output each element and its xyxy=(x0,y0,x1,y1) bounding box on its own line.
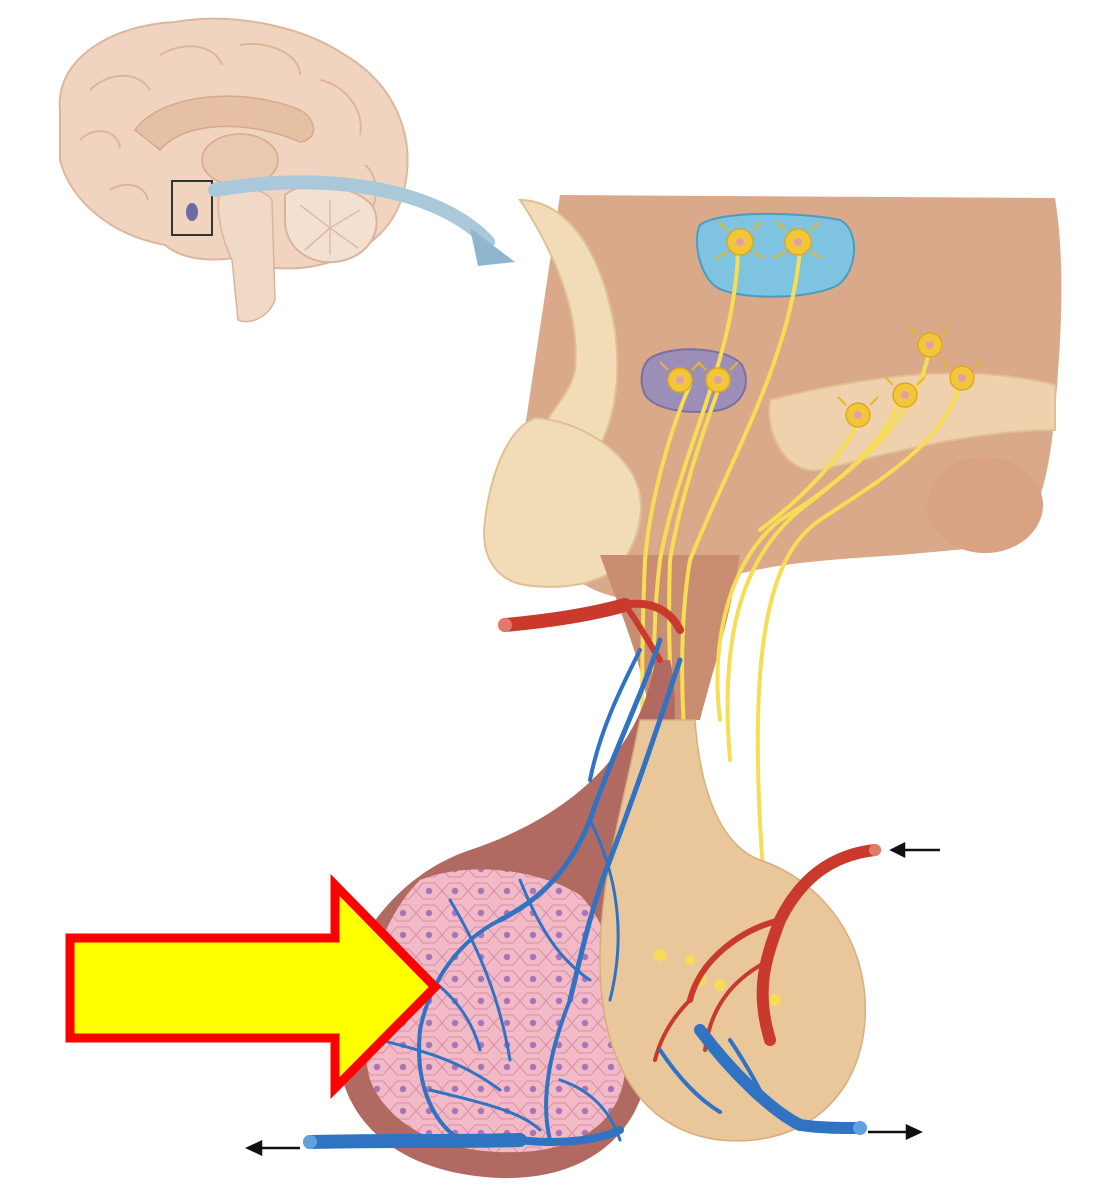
blood-flow-arrows xyxy=(245,841,940,1156)
brain-overview xyxy=(58,17,409,323)
mammillary-body xyxy=(927,457,1043,553)
hypophyseal-vein-right xyxy=(694,1024,866,1134)
hypothalamus-region xyxy=(483,195,1062,720)
arteries xyxy=(498,598,881,1062)
zoom-connector-arrow xyxy=(208,175,515,266)
hypophyseal-vein-left xyxy=(303,1133,527,1149)
neurons xyxy=(659,221,983,428)
optic-chiasm xyxy=(483,416,642,588)
corpus-callosum xyxy=(133,95,315,152)
superior-hypophyseal-artery xyxy=(498,598,632,632)
cerebellum xyxy=(284,184,378,264)
pituitary-mini xyxy=(186,203,198,221)
highlight-arrow xyxy=(65,873,442,1099)
hypothalamus-zoom-box xyxy=(171,180,213,236)
portal-veins xyxy=(303,637,866,1149)
